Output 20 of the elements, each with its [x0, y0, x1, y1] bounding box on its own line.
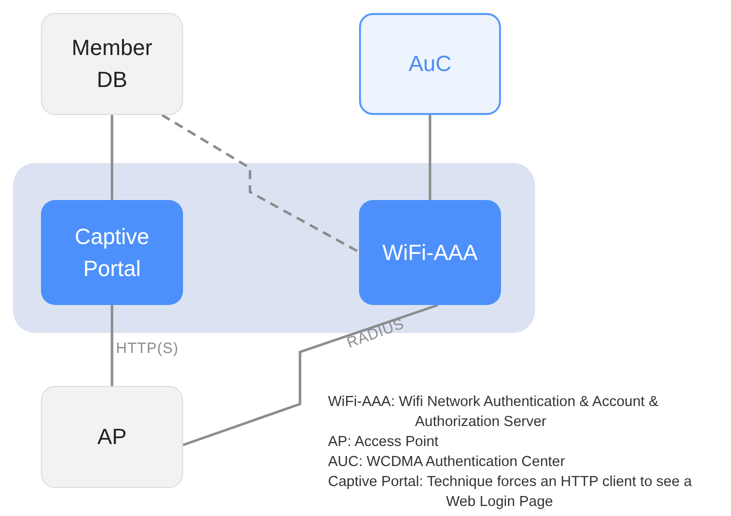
- connector-line: [110, 305, 114, 386]
- edge-label: HTTP(S): [116, 339, 179, 359]
- node-label: AuC: [408, 50, 452, 78]
- node-box: [41, 200, 183, 305]
- node-box: [41, 386, 183, 488]
- note-text: Captive Portal: Technique forces an HTTP client to see a Web Login Page: [328, 473, 693, 512]
- note-text: AUC: WCDMA Authentication Center: [328, 453, 566, 472]
- note-text: WiFi-AAA: Wifi Network Authentication & Account & Authorization Server: [328, 393, 660, 432]
- node-box: [359, 200, 501, 305]
- node-box: [359, 13, 501, 115]
- node-label: AP: [97, 423, 127, 451]
- node-label: WiFi-AAA: [382, 238, 478, 266]
- node-label: Member DB: [70, 34, 154, 94]
- connector-line: [182, 304, 438, 446]
- connector-line: [161, 114, 360, 254]
- connector-line: [110, 115, 114, 200]
- connector-line: [428, 115, 432, 200]
- note-text: AP: Access Point: [328, 433, 440, 452]
- node-box: [41, 13, 183, 115]
- node-label: Captive Portal: [74, 222, 150, 282]
